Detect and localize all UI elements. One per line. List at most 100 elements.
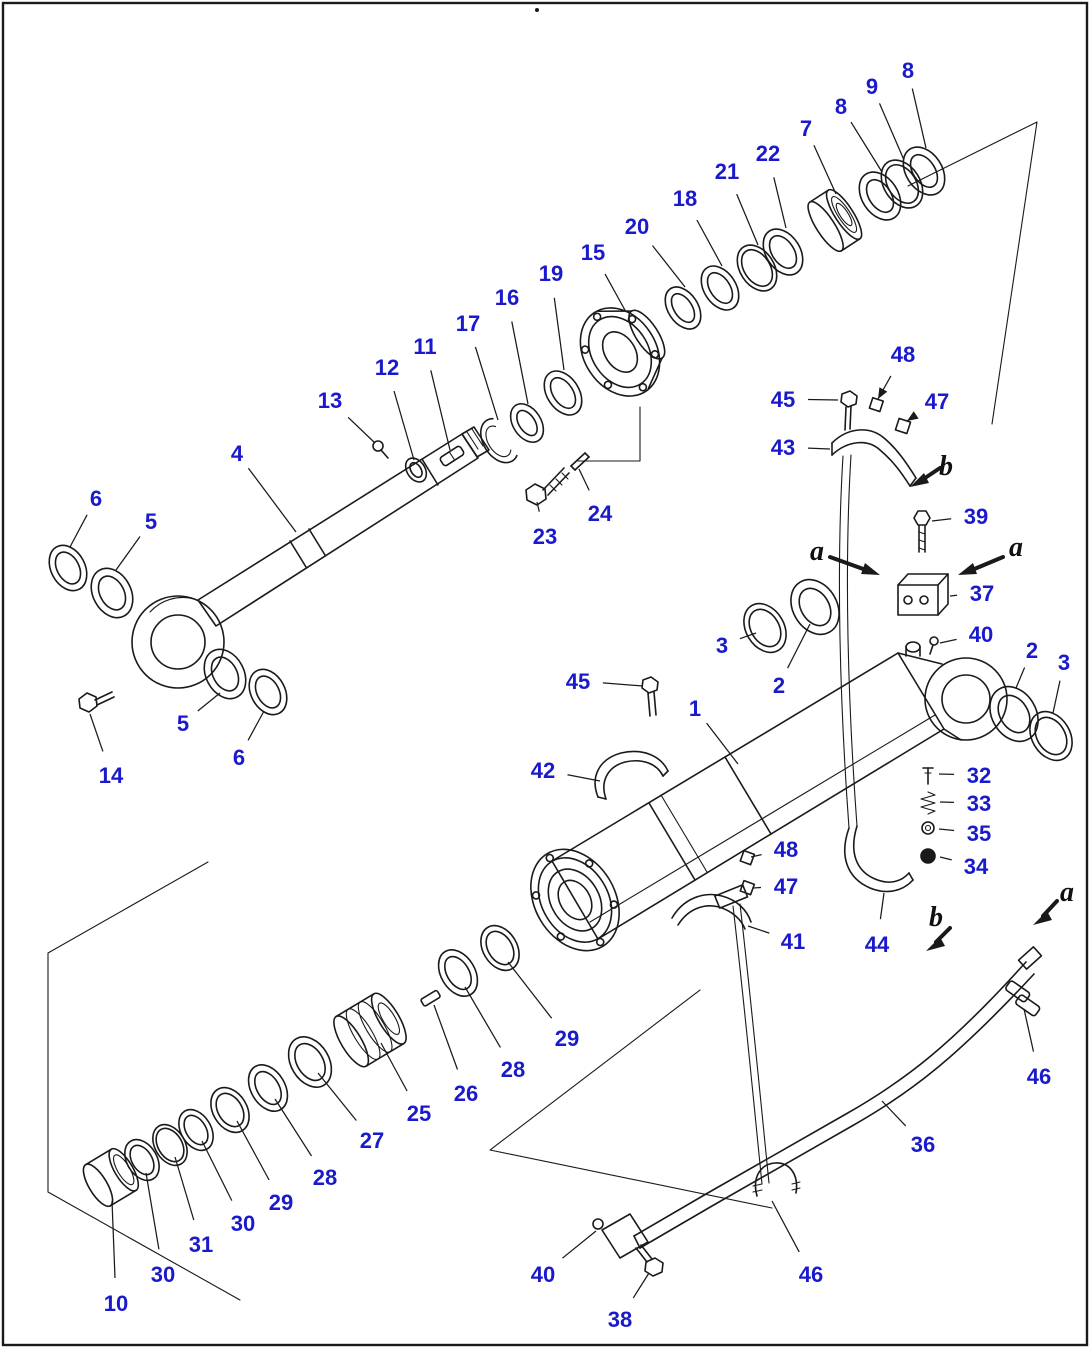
leader-line: [747, 925, 770, 934]
part-label-15: 15: [581, 240, 605, 265]
leader-line: [938, 828, 955, 832]
part-label-22: 22: [756, 141, 780, 166]
leader-line: [696, 219, 723, 267]
leader-line: [911, 88, 927, 149]
clamp-parts: [594, 390, 917, 1185]
part-label-11: 11: [413, 334, 436, 359]
part-2-bushing: [989, 685, 1039, 743]
leader-line: [236, 1120, 270, 1181]
leader-line: [706, 722, 739, 765]
part-label-42: 42: [531, 758, 555, 783]
part-36-tube: [633, 946, 1043, 1249]
part-20-ring: [664, 286, 702, 330]
part-47-nut: [739, 879, 756, 896]
leader-line: [604, 273, 627, 313]
leader-line: [111, 1200, 116, 1279]
part-label-16: 16: [495, 285, 519, 310]
part-27-ring: [287, 1036, 333, 1088]
part-7-bushing: [807, 188, 863, 253]
leader-line: [393, 390, 415, 461]
view-reference-letter-b: b: [939, 451, 953, 482]
part-label-44: 44: [865, 932, 890, 957]
part-label-5: 5: [145, 509, 157, 534]
part-3-ring: [1029, 710, 1073, 762]
part-label-20: 20: [625, 214, 649, 239]
part-6-dust-seal: [48, 544, 88, 592]
part-label-3: 3: [1058, 650, 1070, 675]
view-reference-letter-a: a: [1009, 532, 1023, 563]
part-label-10: 10: [104, 1291, 128, 1316]
leader-line: [878, 103, 905, 161]
part-label-9: 9: [866, 74, 878, 99]
part-33-spring: [920, 791, 936, 815]
part-label-30: 30: [231, 1211, 255, 1236]
part-label-3: 3: [716, 633, 728, 658]
part-26-screw: [420, 989, 441, 1007]
part-47-nut: [894, 417, 912, 435]
leader-line: [652, 245, 686, 288]
part-5-bushing: [90, 567, 134, 619]
view-reference-letter-a: a: [1060, 877, 1074, 908]
port-boss: [905, 641, 921, 657]
part-label-48: 48: [774, 837, 798, 862]
leader-lines: [69, 88, 1061, 1299]
leader-line: [881, 1100, 907, 1127]
part-2-bushing: [790, 578, 840, 636]
leader-line: [562, 1230, 597, 1259]
part-12-ring: [404, 457, 428, 483]
part-label-8: 8: [902, 58, 914, 83]
part-30-ring: [124, 1138, 160, 1182]
part-30-ring: [178, 1108, 214, 1152]
part-label-12: 12: [375, 355, 399, 380]
part-3-ring: [743, 602, 787, 654]
leader-line: [787, 623, 811, 669]
leader-line: [197, 692, 221, 712]
reference-arrows: [828, 466, 1059, 951]
leader-line: [602, 682, 644, 687]
part-5-bushing: [203, 648, 247, 700]
leader-line: [879, 892, 885, 920]
leader-line: [69, 514, 88, 548]
part-label-7: 7: [800, 116, 812, 141]
part-46-u-bolt: [752, 1162, 801, 1197]
registration-dot: [535, 8, 539, 12]
part-label-24: 24: [588, 501, 613, 526]
part-label-18: 18: [673, 186, 697, 211]
part-label-46: 46: [799, 1262, 823, 1287]
part-35-ring: [921, 821, 935, 835]
leader-line: [174, 1156, 195, 1221]
part-40-ring: [592, 1218, 604, 1230]
leader-line: [567, 774, 601, 782]
part-label-4: 4: [231, 441, 244, 466]
part-label-45: 45: [771, 387, 795, 412]
leader-line: [115, 536, 141, 571]
strap-to-pipe: [732, 903, 770, 1185]
part-16-ring: [509, 403, 545, 443]
part-label-19: 19: [539, 261, 563, 286]
leader-line: [1052, 680, 1061, 714]
leader-line: [1023, 1008, 1035, 1052]
part-14-bolt: [78, 691, 115, 713]
leader-line: [813, 145, 837, 195]
part-25-piston: [333, 992, 407, 1068]
part-4-piston-rod: [131, 426, 490, 689]
view-reference-letter-a: a: [810, 536, 824, 567]
part-45-bolt: [641, 676, 659, 717]
part-11-pin: [439, 445, 465, 467]
part-label-36: 36: [911, 1132, 935, 1157]
part-8-ring: [858, 171, 902, 221]
part-label-48: 48: [891, 342, 915, 367]
part-48-nut: [868, 396, 885, 413]
leader-arrowhead: [878, 387, 888, 399]
part-39-bolt: [913, 510, 931, 553]
leader-line: [511, 321, 529, 405]
part-label-41: 41: [781, 929, 805, 954]
rod-head-seal-parts: [372, 146, 946, 506]
hose-strap: [838, 454, 858, 829]
leader-line: [850, 121, 883, 173]
part-label-13: 13: [318, 388, 342, 413]
part-43-clamp: [831, 429, 917, 487]
